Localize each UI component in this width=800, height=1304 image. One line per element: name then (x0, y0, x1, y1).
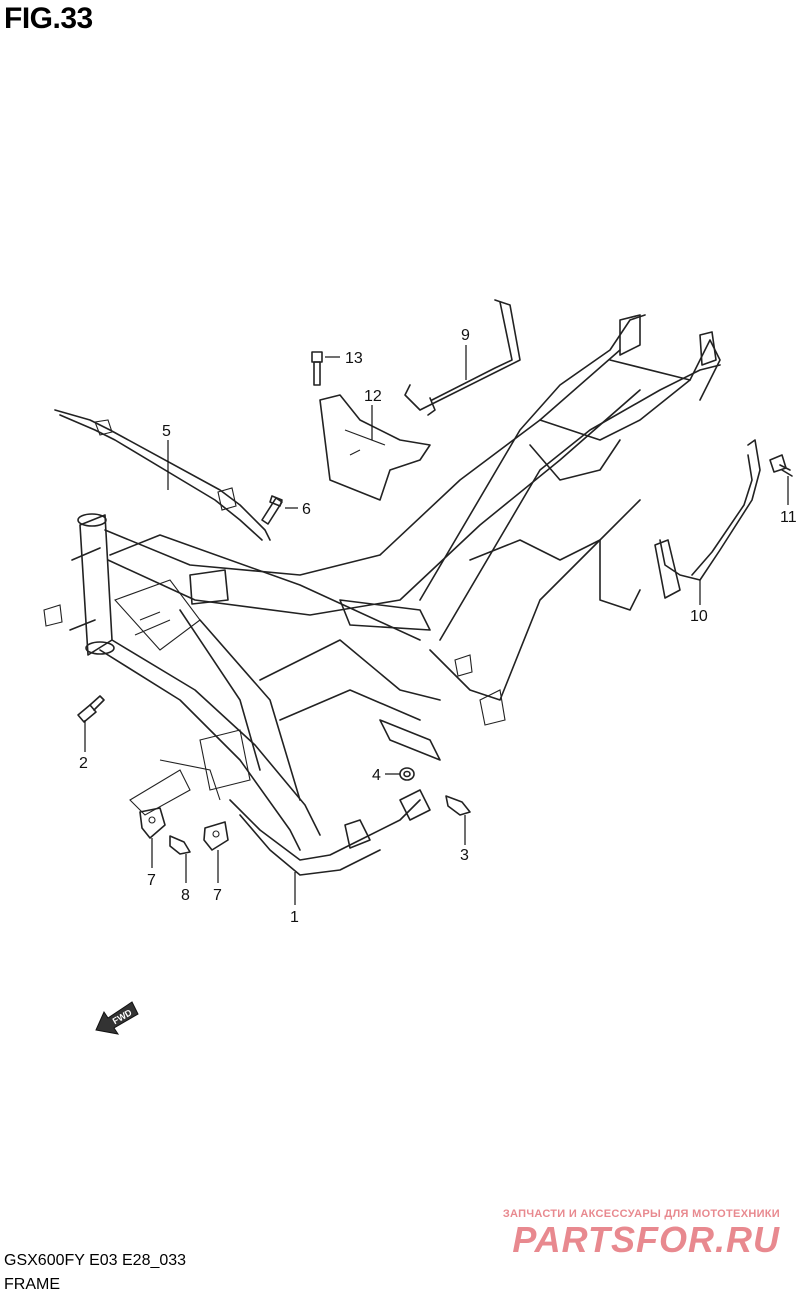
bolt-3-drawing (445, 795, 471, 816)
bolt-2-drawing (77, 695, 105, 723)
main-frame-drawing (43, 314, 721, 876)
callout-5: 5 (162, 423, 171, 440)
fwd-arrow-icon: FWD (95, 1001, 139, 1035)
callout-6: 6 (302, 501, 311, 518)
bolt-6-drawing (261, 495, 283, 525)
watermark: ЗАПЧАСТИ И АКСЕССУАРЫ ДЛЯ МОТОТЕХНИКИ PA… (503, 1208, 780, 1258)
bolt-8-drawing (169, 835, 191, 855)
rail-10-drawing (654, 439, 761, 599)
callout-9: 9 (461, 327, 470, 344)
callout-3: 3 (460, 847, 469, 864)
callout-13: 13 (345, 350, 363, 367)
callout-4: 4 (372, 767, 381, 784)
bracket-12-drawing (319, 394, 431, 501)
callout-7a: 7 (147, 872, 156, 889)
bolt-11-drawing (769, 454, 793, 477)
callout-7b: 7 (213, 887, 222, 904)
callout-10: 10 (690, 608, 708, 625)
callout-2: 2 (79, 755, 88, 772)
diagram-code: GSX600FY E03 E28_033 (4, 1252, 187, 1269)
plate-7a-drawing (139, 807, 166, 839)
leader-lines (84, 345, 789, 905)
callout-12: 12 (364, 388, 382, 405)
diagram-name: FRAME (4, 1276, 60, 1293)
callout-1: 1 (290, 909, 299, 926)
plate-7b-drawing (203, 821, 229, 851)
figure-title: FIG.33 (4, 2, 93, 35)
callout-8: 8 (181, 887, 190, 904)
strut-drawing (54, 409, 271, 541)
watermark-brand: PARTSFOR.RU (512, 1219, 780, 1260)
bush-4-drawing (399, 767, 415, 781)
bracket-9-drawing (404, 299, 521, 416)
bolt-13-drawing (311, 351, 323, 386)
callout-11: 11 (780, 509, 797, 526)
watermark-tagline: ЗАПЧАСТИ И АКСЕССУАРЫ ДЛЯ МОТОТЕХНИКИ (502, 1208, 780, 1220)
